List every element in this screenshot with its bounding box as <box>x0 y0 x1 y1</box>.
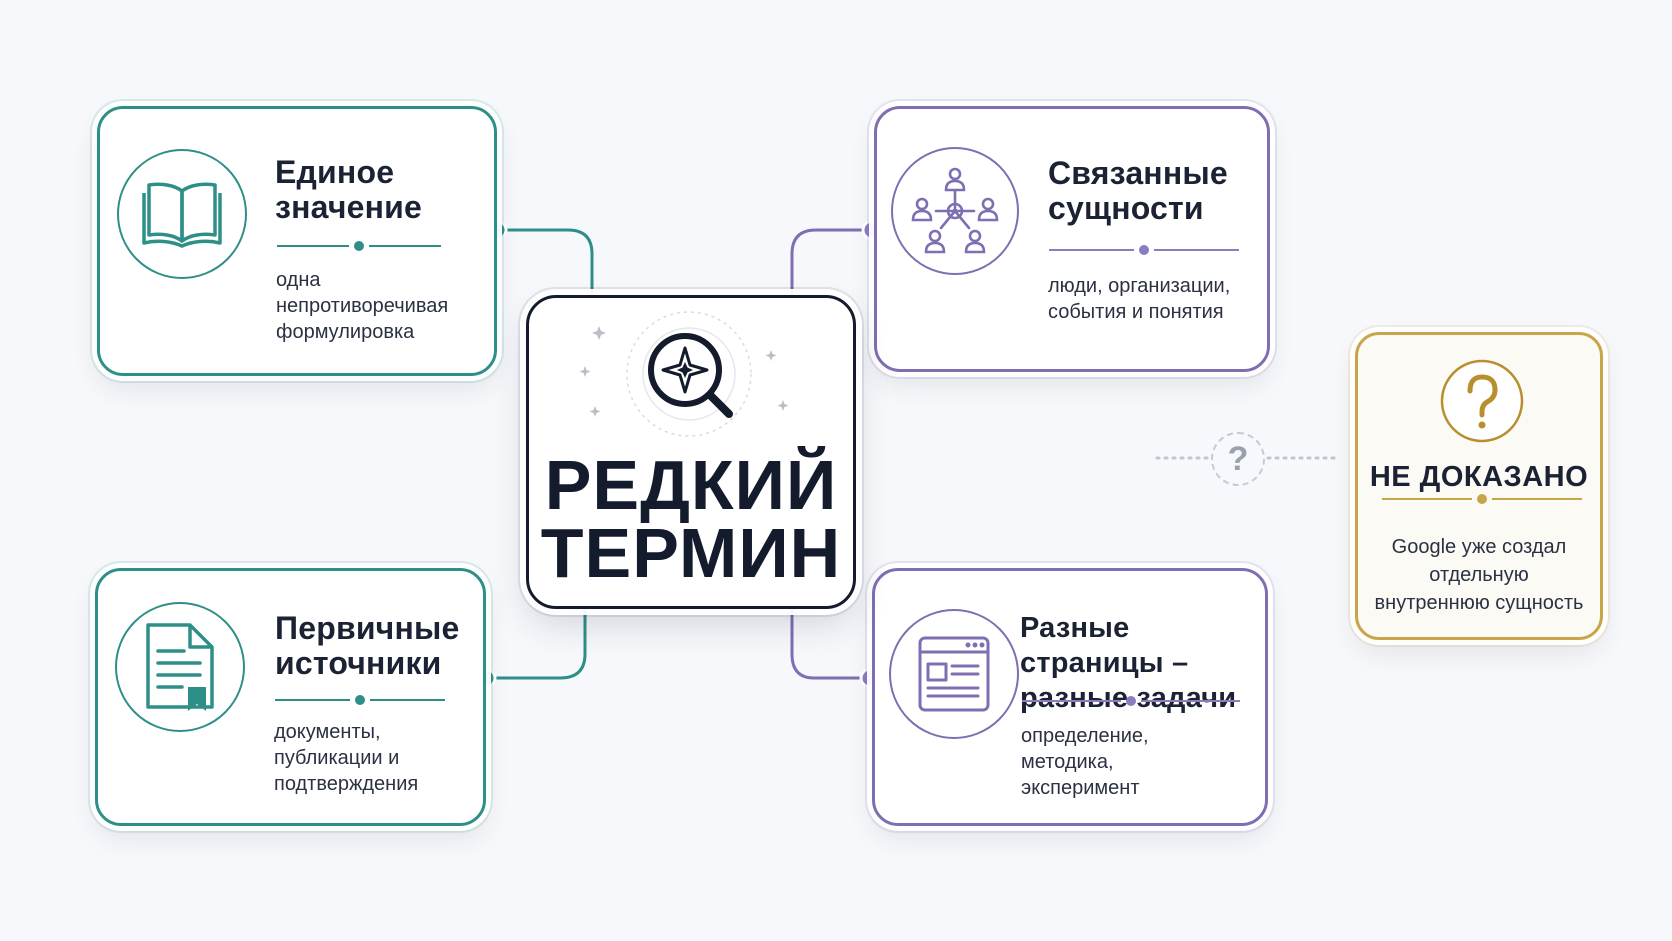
card-desc-line: документы, <box>274 721 381 743</box>
card-desc-line: одна <box>276 269 321 291</box>
card-description: люди, организации, события и понятия <box>1048 273 1230 325</box>
center-title-line1: РЕДКИЙ <box>544 446 838 524</box>
card-title-line2: сущности <box>1048 190 1204 226</box>
card-desc-line: Google уже создал <box>1391 536 1567 558</box>
icon-circle <box>891 147 1019 275</box>
browser-window-icon <box>918 636 990 712</box>
card-desc-line: формулировка <box>276 321 415 343</box>
icon-circle <box>115 602 245 732</box>
card-divider <box>1382 494 1582 504</box>
card-desc-line: непротиворечивая <box>276 295 449 317</box>
card-description: одна непротиворечивая формулировка <box>276 267 448 345</box>
card-desc-line: внутреннюю сущность <box>1374 592 1584 614</box>
card-divider <box>1049 245 1239 255</box>
center-title-line2: ТЕРМИН <box>540 514 842 592</box>
card-title: Первичные источники <box>275 611 460 681</box>
card-title-line2: значение <box>275 189 423 225</box>
question-mark-icon: ? <box>1227 439 1249 478</box>
card-title-line1: Разные страницы – <box>1020 612 1189 679</box>
card-primary-sources: Первичные источники документы, публикаци… <box>95 568 486 826</box>
card-desc-line: публикации и <box>274 747 400 769</box>
people-network-icon <box>911 167 999 254</box>
document-bookmark-icon <box>146 623 214 711</box>
open-book-icon <box>142 182 222 248</box>
card-divider <box>277 241 441 251</box>
card-title-line2: источники <box>275 645 442 681</box>
card-description: определение, методика, эксперимент <box>1021 723 1149 801</box>
card-title-line1: Единое <box>275 154 395 190</box>
icon-circle <box>889 609 1019 739</box>
card-title-line1: Первичные <box>275 610 460 646</box>
connector-different-pages <box>790 609 870 680</box>
magnifier-compass-icon <box>579 311 789 437</box>
question-mark-icon <box>1440 359 1524 443</box>
card-divider <box>275 695 445 705</box>
card-title: НЕ ДОКАЗАНО <box>1369 461 1589 493</box>
question-connector-badge: ? <box>1211 432 1265 486</box>
card-desc-line: люди, организации, <box>1048 275 1231 297</box>
icon-circle <box>117 149 247 279</box>
connector-primary-sources <box>486 609 587 680</box>
card-not-proven: НЕ ДОКАЗАНО Google уже создал отдельную … <box>1355 332 1603 640</box>
card-description: документы, публикации и подтверждения <box>274 719 418 797</box>
card-desc-line: определение, <box>1021 725 1149 747</box>
connector-related-entities <box>790 228 872 295</box>
card-title: Связанные сущности <box>1048 156 1228 226</box>
card-desc-line: события и понятия <box>1048 301 1224 323</box>
card-single-meaning: Единое значение одна непротиворечивая фо… <box>97 106 497 376</box>
card-related-entities: Связанные сущности люди, организации, со… <box>874 106 1270 372</box>
card-title: Единое значение <box>275 155 422 225</box>
card-title-line1: Связанные <box>1048 155 1228 191</box>
card-description: Google уже создал отдельную внутреннюю с… <box>1358 533 1600 617</box>
center-card: РЕДКИЙ ТЕРМИН <box>526 295 856 609</box>
card-desc-line: методика, <box>1021 751 1114 773</box>
card-divider <box>1022 696 1240 706</box>
card-different-pages: Разные страницы – разные задачи определе… <box>872 568 1268 826</box>
center-title: РЕДКИЙ ТЕРМИН <box>529 446 853 592</box>
card-desc-line: подтверждения <box>274 773 419 795</box>
card-desc-line: отдельную <box>1429 564 1529 586</box>
connector-single-meaning <box>497 228 594 295</box>
card-desc-line: эксперимент <box>1021 777 1140 799</box>
